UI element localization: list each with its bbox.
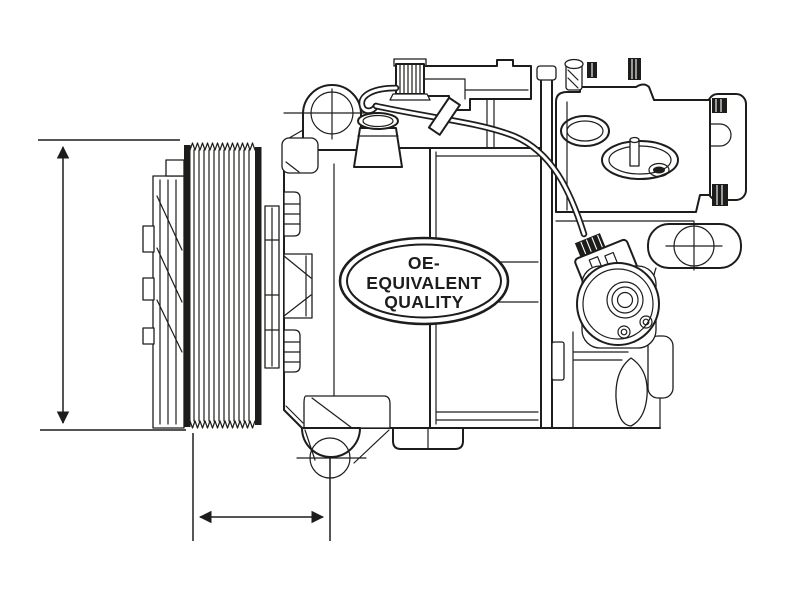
bottom-foot-block <box>303 395 391 429</box>
mounting-lug-top <box>281 84 380 174</box>
groove-zigzag-top <box>189 142 256 151</box>
top-bracket <box>419 59 597 149</box>
bolt-icon <box>712 184 728 206</box>
mounting-lug-bottom <box>296 427 390 479</box>
coil-terminal-tab <box>142 225 155 253</box>
badge-text-line3: QUALITY <box>384 292 464 312</box>
coil-terminal-tab <box>142 277 155 301</box>
mounting-ear-right <box>647 221 742 297</box>
groove-zigzag-bottom <box>189 420 256 429</box>
side-boss <box>283 253 313 319</box>
sump-bracket <box>572 331 674 429</box>
front-foot <box>392 427 464 450</box>
bolt-icon <box>628 58 641 80</box>
valve-screw-icon <box>617 325 631 339</box>
pulley-ribs <box>184 142 262 429</box>
bolt-icon <box>587 62 597 78</box>
valve-screw-icon <box>639 315 653 329</box>
head-stud <box>564 58 584 91</box>
wire-harness-cable <box>358 84 588 238</box>
mounting-band <box>536 65 565 429</box>
rear-head <box>555 58 747 222</box>
bolt-icon <box>712 98 727 113</box>
coil-terminal-tab <box>142 327 155 345</box>
dimension-vertical <box>38 139 186 431</box>
coil-housing-edge <box>264 205 280 369</box>
center-stud-pin <box>629 136 640 167</box>
badge-text-line1: OE- <box>408 253 440 273</box>
cable-clip <box>427 96 461 136</box>
control-valve <box>576 262 660 349</box>
suction-port <box>560 115 610 147</box>
side-boss <box>283 329 301 373</box>
discharge-port <box>601 140 679 180</box>
clutch-hub <box>142 159 185 429</box>
badge-text-line2: EQUIVALENT <box>366 273 482 293</box>
oil-filler-cap <box>353 112 403 168</box>
dimension-horizontal <box>192 433 331 541</box>
oe-quality-badge: OE- EQUIVALENT QUALITY <box>338 236 510 326</box>
front-cover-box <box>281 137 319 174</box>
wire-harness-tube <box>389 58 431 101</box>
oil-port-dark <box>648 162 670 178</box>
